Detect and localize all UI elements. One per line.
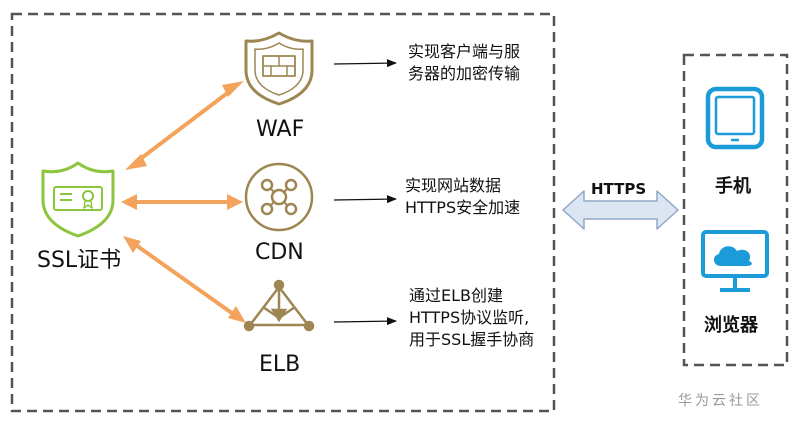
ssl-certificate-icon	[41, 161, 115, 238]
elb-load-balancer-icon	[243, 279, 315, 332]
https-double-arrow	[562, 190, 679, 230]
cdn-network-icon	[244, 162, 314, 232]
cdn-description-line: HTTPS安全加速	[405, 198, 521, 217]
waf-desc-arrow	[333, 59, 397, 68]
ssl-elb-arrow	[123, 236, 246, 323]
elb-description: 通过ELB创建 HTTPS协议监听, 用于SSL握手协商	[409, 285, 534, 351]
cdn-description-line: 实现网站数据	[405, 176, 502, 195]
waf-description: 实现客户端与服 务器的加密传输	[408, 41, 520, 85]
phone-icon	[705, 86, 765, 150]
server-side-dashed-border	[10, 12, 556, 413]
watermark-text: 华为云社区	[678, 393, 763, 409]
browser-label: 浏览器	[704, 315, 758, 336]
cdn-label: CDN	[255, 240, 304, 265]
browser-icon	[701, 230, 769, 292]
ssl-cdn-arrow	[121, 194, 243, 210]
elb-description-line: 用于SSL握手协商	[409, 330, 535, 349]
waf-description-line: 实现客户端与服	[408, 42, 521, 61]
phone-label: 手机	[715, 176, 751, 197]
waf-label: WAF	[256, 117, 305, 142]
waf-description-line: 务器的加密传输	[408, 64, 521, 83]
ssl-waf-arrow	[125, 81, 244, 170]
cdn-desc-arrow	[333, 195, 397, 204]
elb-label: ELB	[259, 352, 301, 377]
https-label: HTTPS	[591, 180, 647, 198]
ssl-certificate-label: SSL证书	[37, 248, 122, 273]
waf-shield-icon	[244, 31, 314, 106]
client-side-dashed-border	[682, 53, 789, 367]
elb-desc-arrow	[333, 317, 397, 326]
cdn-description: 实现网站数据 HTTPS安全加速	[405, 175, 520, 219]
elb-description-line: 通过ELB创建	[409, 286, 504, 305]
elb-description-line: HTTPS协议监听,	[409, 308, 530, 327]
